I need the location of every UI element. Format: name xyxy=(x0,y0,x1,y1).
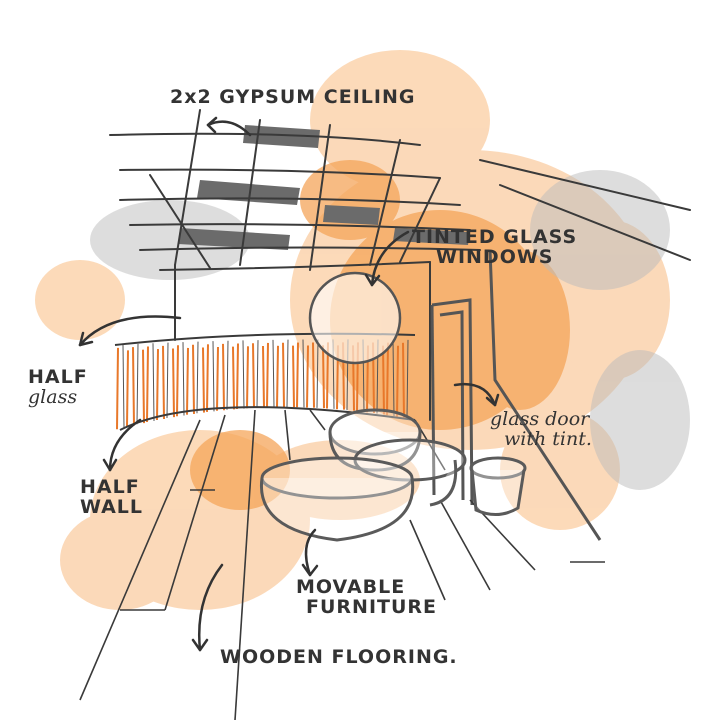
label-line: WALL xyxy=(80,495,144,518)
wall-slat xyxy=(396,345,399,417)
wall-slat xyxy=(216,347,219,411)
label-half-wall: HALF WALL xyxy=(80,476,144,518)
wall-slat xyxy=(276,345,279,408)
wall-slat xyxy=(202,347,205,413)
wall-slat xyxy=(152,343,155,421)
wall-slat xyxy=(136,343,139,425)
wall-slat xyxy=(306,345,309,408)
wall-slat xyxy=(382,345,385,415)
wall-slat xyxy=(272,339,275,408)
wall-slat xyxy=(172,348,175,418)
wall-slat xyxy=(302,339,305,408)
wall-slat xyxy=(256,340,259,408)
wall-slat xyxy=(132,347,135,426)
wall-slat xyxy=(192,344,195,414)
wall-slat xyxy=(142,349,145,424)
wall-slat xyxy=(116,347,119,430)
wall-slat xyxy=(182,342,185,416)
wall-slat xyxy=(252,343,255,409)
label-line: HALF xyxy=(28,366,88,388)
half-wall-bottom xyxy=(119,406,416,431)
label-line: WINDOWS xyxy=(436,245,554,268)
glass-door xyxy=(430,249,602,541)
slat-group xyxy=(116,339,409,430)
wall-slat xyxy=(206,344,209,412)
wall-slat xyxy=(162,345,165,420)
wall-slat xyxy=(242,340,245,409)
label-line: glass xyxy=(28,385,78,408)
round-window xyxy=(308,271,402,365)
wall-slat xyxy=(166,342,169,419)
wall-slat xyxy=(122,344,125,428)
label-movable-furniture: MOVABLE FURNITURE xyxy=(296,576,438,618)
wall-slat xyxy=(406,339,409,419)
wall-slat xyxy=(322,345,325,409)
wall-slat xyxy=(286,339,289,408)
label-line: FURNITURE xyxy=(306,595,438,618)
wall-slat xyxy=(196,341,199,414)
wall-slat xyxy=(316,339,319,408)
gray-shadow xyxy=(90,170,690,490)
wall-slat xyxy=(312,342,315,408)
wall-slat xyxy=(212,341,215,412)
wall-slat xyxy=(146,346,149,423)
wall-slat xyxy=(126,350,129,427)
wall-slat xyxy=(176,345,179,417)
wall-slat xyxy=(386,342,389,416)
label-glass-door: glass door with tint. xyxy=(490,408,592,450)
label-gypsum-ceiling: 2x2 GYPSUM CEILING xyxy=(170,86,416,108)
label-wooden-flooring: WOODEN FLOORING. xyxy=(220,646,458,668)
gypsum-tiles xyxy=(178,125,470,250)
wall-slat xyxy=(222,343,225,411)
movable-furniture xyxy=(259,408,527,542)
wall-slat xyxy=(236,343,239,409)
wall-slat xyxy=(292,345,295,408)
label-tinted-glass-windows: TINTED GLASS WINDOWS xyxy=(412,226,578,268)
wall-slat xyxy=(282,342,285,408)
wall-slat xyxy=(266,342,269,408)
label-half-glass: HALF glass xyxy=(28,366,88,408)
label-line: glass door xyxy=(490,408,590,430)
ceiling-grid xyxy=(109,109,691,421)
wall-slat xyxy=(392,339,395,416)
label-line: TINTED GLASS xyxy=(412,226,578,248)
wall-slat xyxy=(246,346,249,409)
label-line: HALF xyxy=(80,476,140,498)
label-line: MOVABLE xyxy=(296,576,406,598)
label-line: with tint. xyxy=(504,427,592,450)
wall-slat xyxy=(186,347,189,415)
wall-slat xyxy=(262,346,265,408)
wall-slat xyxy=(232,346,235,410)
wall-slat xyxy=(156,349,159,420)
wall-slat xyxy=(226,340,229,410)
annotation-arrows xyxy=(78,116,500,652)
wall-slat xyxy=(296,342,299,408)
wall-slat xyxy=(402,342,405,418)
